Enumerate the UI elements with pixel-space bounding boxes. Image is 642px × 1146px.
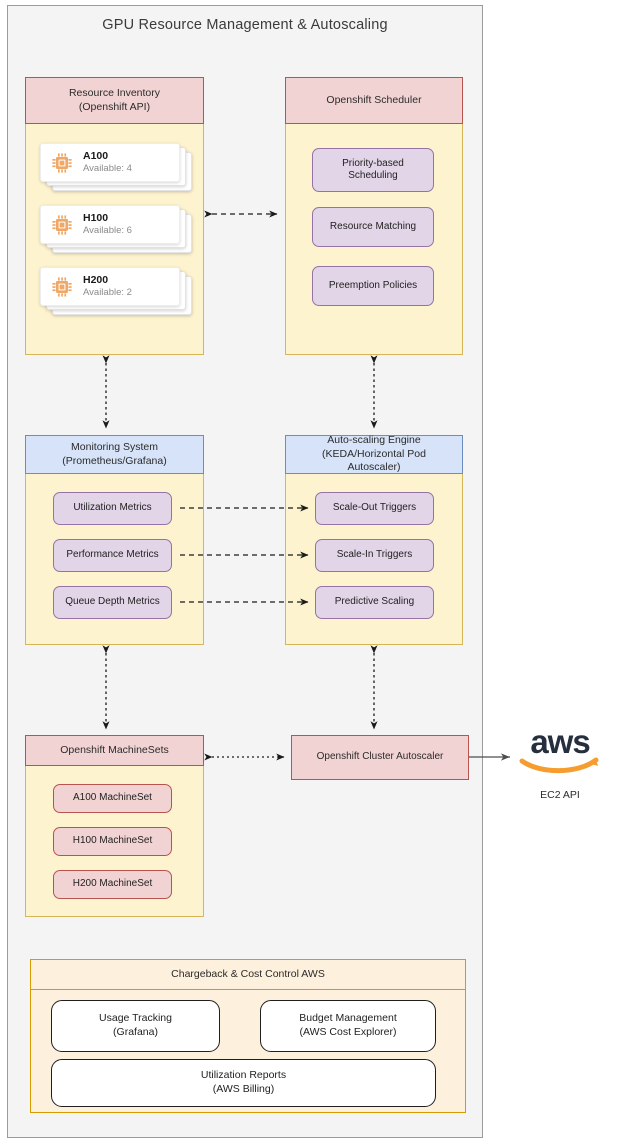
chargeback-box-label-line1: Utilization Reports bbox=[200, 1069, 287, 1082]
scheduler-item-label-line1: Priority-based bbox=[342, 157, 404, 169]
gpu-available: Available: 6 bbox=[83, 225, 132, 237]
autoscaling-item-label: Scale-Out Triggers bbox=[332, 502, 417, 514]
chargeback-box-label-line1: Budget Management bbox=[299, 1012, 397, 1025]
gpu-available: Available: 4 bbox=[83, 163, 132, 175]
scheduler-item-preemption-policies[interactable]: Preemption Policies bbox=[312, 266, 434, 306]
autoscaling-item-label: Scale-In Triggers bbox=[336, 549, 413, 561]
machinesets-title: Openshift MachineSets bbox=[60, 743, 169, 756]
monitoring-system-title-line2: (Prometheus/Grafana) bbox=[62, 454, 167, 467]
gpu-card-front[interactable]: H100 Available: 6 bbox=[40, 205, 180, 244]
autoscaling-engine-title-line2: (KEDA/Horizontal Pod bbox=[322, 447, 426, 460]
cpu-chip-icon bbox=[41, 213, 83, 237]
gpu-name: A100 bbox=[83, 150, 109, 162]
autoscaling-item-scale-in-triggers[interactable]: Scale-In Triggers bbox=[315, 539, 434, 572]
chargeback-header: Chargeback & Cost Control AWS bbox=[30, 959, 466, 990]
chargeback-title: Chargeback & Cost Control AWS bbox=[171, 967, 325, 980]
monitoring-item-label: Performance Metrics bbox=[66, 549, 159, 561]
monitoring-system-header: Monitoring System (Prometheus/Grafana) bbox=[25, 435, 204, 474]
cpu-chip-icon bbox=[41, 275, 83, 299]
monitoring-item-performance-metrics[interactable]: Performance Metrics bbox=[53, 539, 172, 572]
openshift-scheduler-title: Openshift Scheduler bbox=[326, 93, 422, 106]
monitoring-item-queue-depth-metrics[interactable]: Queue Depth Metrics bbox=[53, 586, 172, 619]
aws-logo-icon: aws bbox=[512, 723, 608, 777]
scheduler-item-label: Preemption Policies bbox=[328, 279, 418, 291]
autoscaling-engine-header: Auto-scaling Engine (KEDA/Horizontal Pod… bbox=[285, 434, 463, 474]
chargeback-box-utilization-reports[interactable]: Utilization Reports (AWS Billing) bbox=[51, 1059, 436, 1107]
monitoring-item-label: Utilization Metrics bbox=[73, 502, 152, 514]
machinesets-header: Openshift MachineSets bbox=[25, 735, 204, 766]
gpu-available: Available: 2 bbox=[83, 287, 132, 299]
machineset-item-label: A100 MachineSet bbox=[73, 792, 152, 804]
scheduler-item-resource-matching[interactable]: Resource Matching bbox=[312, 207, 434, 247]
cpu-chip-icon bbox=[41, 151, 83, 175]
resource-inventory-title-line2: (Openshift API) bbox=[78, 100, 151, 113]
gpu-card-h200[interactable]: H200 Available: 2 bbox=[40, 267, 192, 315]
autoscaling-item-predictive-scaling[interactable]: Predictive Scaling bbox=[315, 586, 434, 619]
chargeback-box-usage-tracking[interactable]: Usage Tracking (Grafana) bbox=[51, 1000, 220, 1052]
monitoring-system-title-line1: Monitoring System bbox=[71, 441, 158, 454]
page-title: GPU Resource Management & Autoscaling bbox=[102, 17, 388, 33]
cluster-autoscaler-label: Openshift Cluster Autoscaler bbox=[316, 751, 444, 763]
monitoring-item-label: Queue Depth Metrics bbox=[65, 596, 160, 608]
scheduler-item-label: Resource Matching bbox=[329, 220, 417, 232]
chargeback-box-budget-management[interactable]: Budget Management (AWS Cost Explorer) bbox=[260, 1000, 436, 1052]
chargeback-box-label-line1: Usage Tracking bbox=[99, 1012, 172, 1025]
gpu-card-front[interactable]: H200 Available: 2 bbox=[40, 267, 180, 306]
scheduler-item-label-line2: Scheduling bbox=[348, 170, 398, 181]
openshift-cluster-autoscaler[interactable]: Openshift Cluster Autoscaler bbox=[291, 735, 469, 780]
gpu-name: H200 bbox=[83, 274, 109, 286]
machineset-item-h100[interactable]: H100 MachineSet bbox=[53, 827, 172, 856]
gpu-card-a100[interactable]: A100 Available: 4 bbox=[40, 143, 192, 191]
autoscaling-item-label: Predictive Scaling bbox=[334, 596, 415, 608]
chargeback-box-label-line2: (AWS Billing) bbox=[212, 1083, 275, 1095]
gpu-card-front[interactable]: A100 Available: 4 bbox=[40, 143, 180, 182]
machineset-item-label: H100 MachineSet bbox=[72, 835, 153, 847]
machineset-item-a100[interactable]: A100 MachineSet bbox=[53, 784, 172, 813]
autoscaling-item-scale-out-triggers[interactable]: Scale-Out Triggers bbox=[315, 492, 434, 525]
gpu-name: H100 bbox=[83, 212, 109, 224]
chargeback-box-label-line2: (AWS Cost Explorer) bbox=[299, 1026, 397, 1038]
scheduler-item-priority-based-scheduling[interactable]: Priority-based Scheduling bbox=[312, 148, 434, 192]
chargeback-box-label-line2: (Grafana) bbox=[113, 1026, 158, 1038]
resource-inventory-title-line1: Resource Inventory bbox=[68, 87, 161, 100]
openshift-scheduler-header: Openshift Scheduler bbox=[285, 77, 463, 124]
monitoring-item-utilization-metrics[interactable]: Utilization Metrics bbox=[53, 492, 172, 525]
autoscaling-engine-title-line1: Auto-scaling Engine bbox=[327, 434, 421, 447]
aws-caption: EC2 API bbox=[540, 789, 580, 801]
gpu-card-h100[interactable]: H100 Available: 6 bbox=[40, 205, 192, 253]
resource-inventory-header: Resource Inventory (Openshift API) bbox=[25, 77, 204, 124]
machineset-item-h200[interactable]: H200 MachineSet bbox=[53, 870, 172, 899]
machineset-item-label: H200 MachineSet bbox=[72, 878, 153, 890]
autoscaling-engine-title-line3: Autoscaler) bbox=[347, 461, 401, 474]
svg-text:aws: aws bbox=[530, 723, 589, 760]
